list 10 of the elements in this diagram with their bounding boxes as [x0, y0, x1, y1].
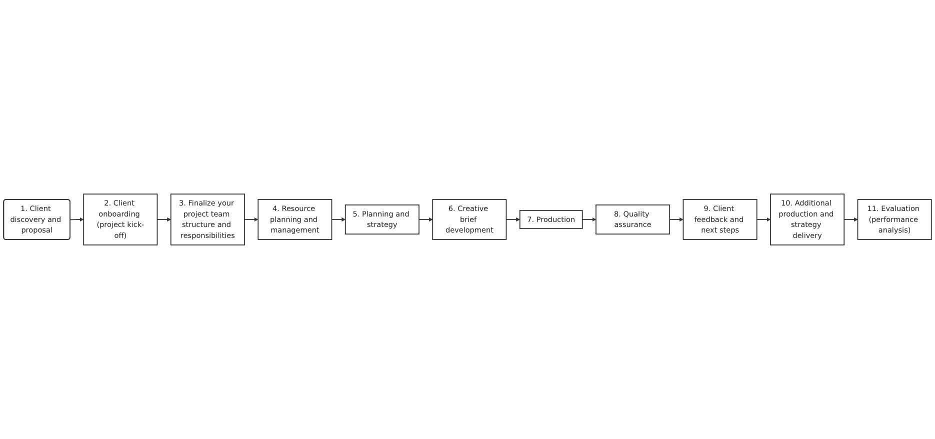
arrow [244, 218, 258, 222]
arrow [156, 218, 172, 222]
arrow [669, 218, 684, 222]
arrow [331, 218, 346, 222]
arrow [756, 218, 771, 222]
arrow [506, 218, 520, 222]
arrow [844, 218, 858, 222]
arrow [70, 218, 84, 222]
arrow [418, 218, 433, 222]
arrow [582, 218, 596, 222]
